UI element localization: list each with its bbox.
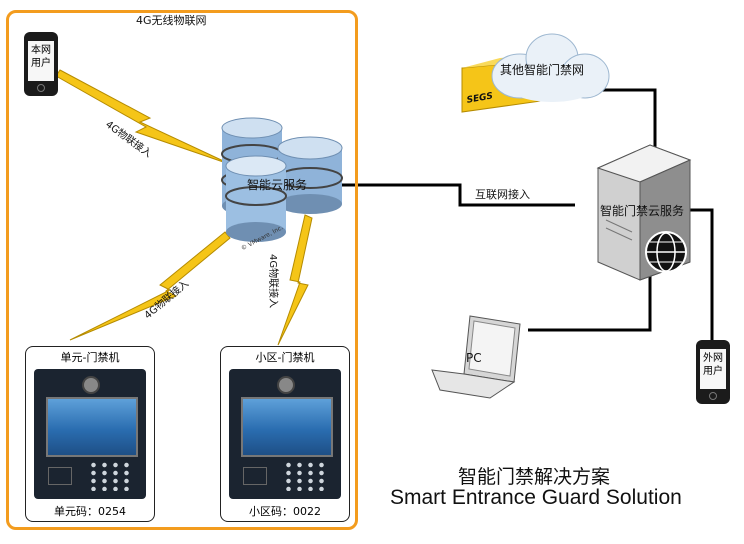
external-user-phone-icon: 外网 用户: [696, 340, 730, 404]
cloud-service-label: 智能云服务: [247, 178, 308, 192]
external-user-label: 外网 用户: [700, 349, 726, 389]
cloud-db-group: [221, 117, 343, 242]
intercom-panel-icon: [229, 369, 341, 499]
laptop: [431, 315, 521, 399]
local-user-phone-icon: 本网 用户: [24, 32, 58, 96]
cloud-shape: [491, 33, 610, 102]
unit-device-code: 单元码：0254: [54, 505, 126, 518]
intercom-panel-icon: [34, 369, 146, 499]
link-4g-label-right: 4G物联接入: [267, 254, 278, 309]
unit-door-device: 单元-门禁机 单元码：0254: [25, 346, 155, 522]
unit-device-title: 单元-门禁机: [60, 351, 120, 364]
internet-link-label: 互联网接入: [475, 188, 530, 201]
caption-english: Smart Entrance Guard Solution: [390, 486, 682, 509]
community-door-device: 小区-门禁机 小区码：0022: [220, 346, 350, 522]
pc-to-server-line: [528, 272, 652, 332]
other-network-label: 其他智能门禁网: [500, 63, 585, 77]
lightning-bolt-top: [55, 69, 233, 166]
cloud-to-server-line: [600, 88, 657, 148]
pc-label: PC: [466, 351, 482, 365]
community-device-code: 小区码：0022: [249, 505, 321, 518]
iot-zone-border: [6, 10, 358, 530]
internet-line: [342, 183, 575, 207]
lightning-bolt-left: [69, 231, 231, 341]
server-to-ext-user-line: [690, 208, 714, 340]
local-user-label: 本网 用户: [28, 41, 54, 81]
community-device-title: 小区-门禁机: [255, 351, 315, 364]
server-tower: [596, 144, 692, 281]
lightning-bolt-right: [277, 214, 313, 346]
caption-chinese: 智能门禁解决方案: [458, 466, 611, 488]
zone-title: 4G无线物联网: [136, 14, 207, 27]
gate-cloud-service-label: 智能门禁云服务: [600, 204, 685, 218]
